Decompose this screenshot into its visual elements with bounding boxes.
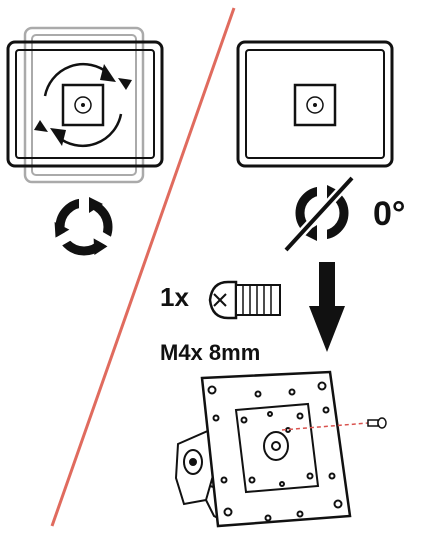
fixed-monitor-mount-dot [313,103,317,107]
fixed-monitor-mount-square [293,83,337,127]
screw-guide-line [281,422,369,431]
fixed-monitor-frame [236,40,394,168]
rotate-arrowhead-bottom [50,128,66,146]
monitor-mount-dot [81,103,85,107]
rotate-arrows-icon [43,62,123,148]
monitor-mount-hole [74,96,92,114]
monitor-frame [6,40,164,168]
rotate-arrowhead-top [100,64,116,82]
mount-inner-plate [234,402,320,494]
rotate-arrowhead-right [118,78,132,90]
rotation-angle-label: 0° [373,195,406,233]
screw-size-label: M4x 8mm [160,340,261,365]
crossed-rotation-icon [282,174,356,254]
ghost-portrait-inner [31,34,137,176]
screw-quantity-label: 1x [160,282,189,312]
fixed-monitor-mount-hole [306,96,324,114]
screw-icon [208,280,281,320]
fixed-monitor-illustration [236,40,394,168]
circular-arrows-icon [54,197,113,256]
small-screw-icon [367,417,387,429]
rotate-arrowhead-left [34,120,48,132]
monitor-screen [15,49,155,159]
monitor-mount-square [61,83,105,127]
rotating-monitor-illustration [6,26,164,184]
diagonal-divider [50,7,236,527]
ghost-portrait-outline [23,26,145,184]
fixed-monitor-screen [245,49,385,159]
vesa-mount-plate-icon [174,370,352,528]
arrow-down-icon [309,262,345,352]
